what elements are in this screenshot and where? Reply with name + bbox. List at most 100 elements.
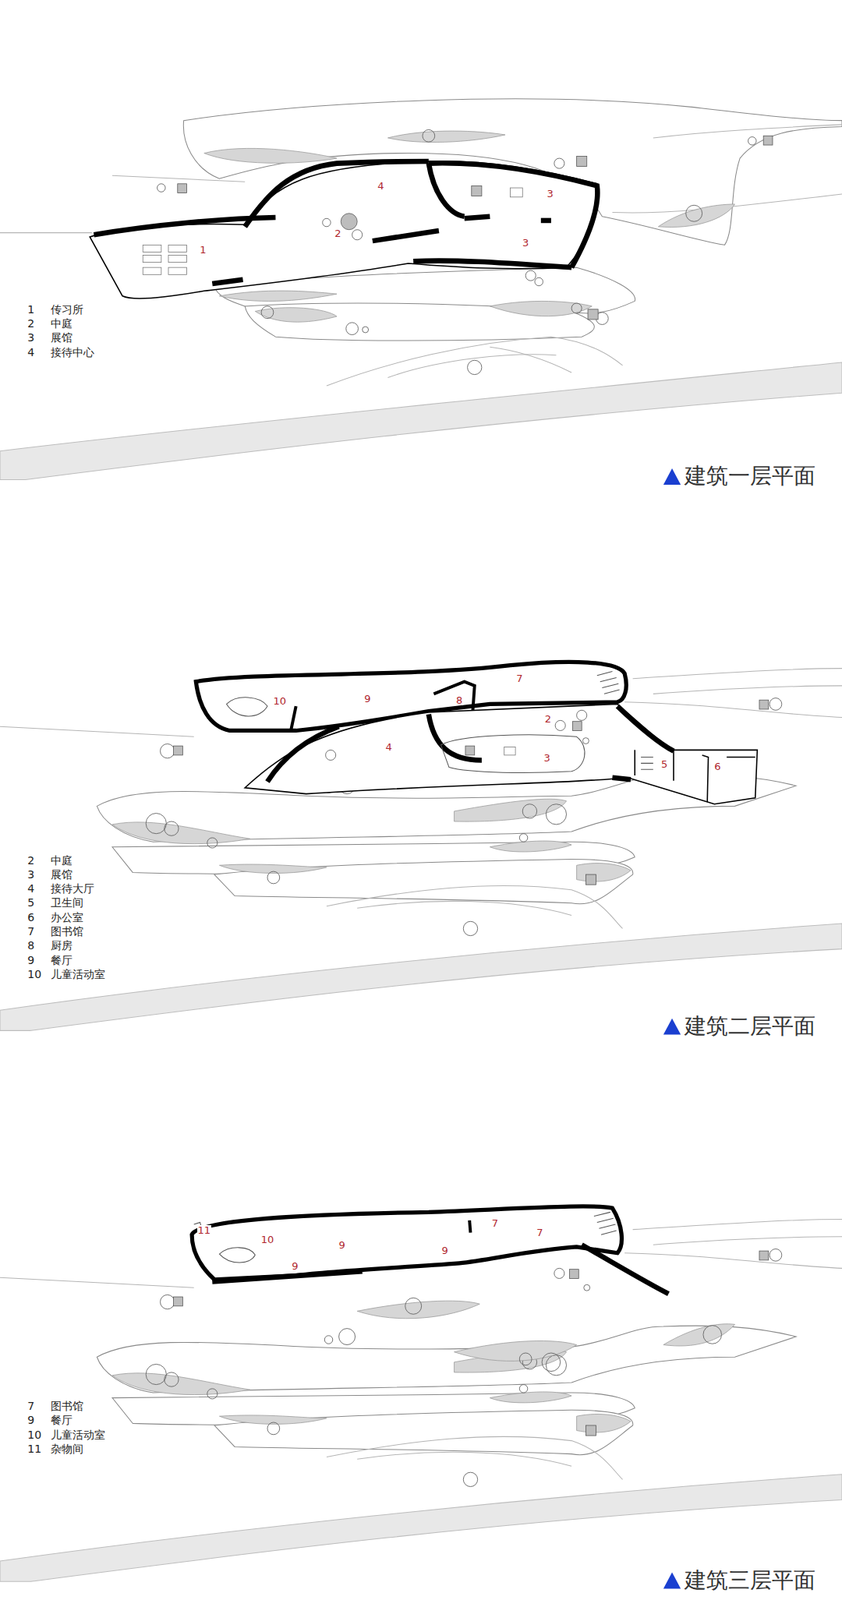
planter: [219, 290, 337, 301]
wall: [267, 726, 340, 782]
wall: [433, 682, 475, 715]
legend-text: 厨房: [50, 939, 73, 952]
legend-number: 3: [27, 868, 35, 881]
legend-number: 2: [27, 854, 35, 867]
legend-number: 6: [27, 911, 35, 924]
tree: [554, 158, 565, 169]
room-number: 3: [545, 188, 554, 199]
exhibit: [504, 746, 516, 755]
legend-text: 办公室: [50, 911, 84, 924]
ground-line: [0, 232, 92, 234]
legend-text: 图书馆: [50, 925, 84, 938]
room-oval: [219, 1248, 255, 1263]
tree: [467, 360, 482, 375]
tree: [554, 1268, 565, 1279]
wall: [617, 706, 674, 752]
caption-triangle: [663, 1572, 681, 1589]
kiosk: [576, 155, 588, 167]
plan-caption: 建筑三层平面: [684, 1568, 816, 1594]
room-number: 7: [535, 1227, 544, 1239]
tree: [346, 322, 359, 336]
legend-number: 10: [27, 968, 42, 981]
wall: [464, 216, 491, 220]
room-number: 3: [543, 753, 552, 764]
legend-number: 9: [27, 1414, 35, 1427]
room-number: 9: [363, 693, 372, 705]
legend-number: 8: [27, 939, 35, 952]
legend-number: 4: [27, 346, 35, 359]
plan-caption: 建筑二层平面: [684, 1014, 816, 1040]
legend-number: 3: [27, 331, 35, 344]
room-number: 9: [441, 1245, 450, 1256]
legend-text: 展馆: [50, 331, 73, 344]
wall: [428, 162, 598, 268]
seating: [168, 244, 188, 252]
planter: [204, 148, 337, 163]
lower-block: [244, 704, 758, 804]
tree: [583, 1284, 591, 1292]
tree: [582, 738, 589, 745]
tree: [322, 218, 331, 227]
exhibit: [471, 185, 482, 196]
kiosk: [177, 183, 188, 194]
tree: [576, 710, 588, 721]
legend-text: 展馆: [50, 868, 73, 881]
room-number: 5: [660, 759, 669, 770]
legend-number: 9: [27, 954, 35, 967]
planter: [658, 204, 735, 227]
room-number: 6: [713, 761, 722, 772]
room-number: 4: [376, 180, 385, 192]
landscape: [0, 1220, 842, 1583]
roof-planter: [454, 1340, 577, 1362]
legend-number: 4: [27, 882, 35, 896]
ground-line: [489, 346, 572, 373]
seating: [168, 267, 188, 275]
tree: [405, 1298, 422, 1315]
tree: [261, 306, 274, 319]
stair: [597, 672, 620, 695]
room-number: 7: [515, 673, 524, 684]
wall: [541, 218, 552, 224]
legend-text: 中庭: [50, 854, 73, 867]
wall: [413, 261, 572, 269]
exhibit: [510, 187, 524, 198]
legend-number: 2: [27, 317, 35, 330]
partition: [634, 750, 755, 803]
tree: [525, 270, 536, 281]
planter: [254, 307, 337, 322]
seating: [142, 244, 162, 252]
room-number: 10: [272, 696, 287, 707]
legend-number: 10: [27, 1429, 42, 1442]
wall: [581, 1245, 669, 1295]
legend-text: 接待中心: [50, 346, 95, 359]
upper-wing: [191, 1206, 622, 1281]
seating: [142, 267, 162, 275]
wall: [612, 778, 631, 781]
room-number: 8: [455, 695, 464, 706]
seating: [142, 254, 162, 262]
tree: [571, 303, 582, 314]
legend-text: 餐厅: [50, 1414, 73, 1427]
planter: [489, 300, 592, 316]
caption-triangle: [663, 468, 681, 485]
legend-text: 儿童活动室: [50, 968, 106, 981]
tree: [422, 129, 436, 142]
stair: [640, 757, 654, 771]
caption-triangle: [663, 1018, 681, 1036]
wall: [290, 706, 297, 731]
floor-1-plan: [0, 99, 842, 485]
tree: [703, 1326, 722, 1345]
wall: [428, 163, 465, 217]
legend-text: 儿童活动室: [50, 1429, 106, 1442]
room-number: 4: [385, 742, 393, 753]
tree: [534, 277, 543, 286]
tree: [362, 326, 369, 333]
legend-text: 餐厅: [50, 954, 73, 967]
tree: [340, 213, 358, 230]
seating: [168, 254, 188, 262]
wall: [372, 230, 439, 241]
ground-line: [112, 175, 245, 182]
legend-text: 中庭: [50, 317, 73, 330]
